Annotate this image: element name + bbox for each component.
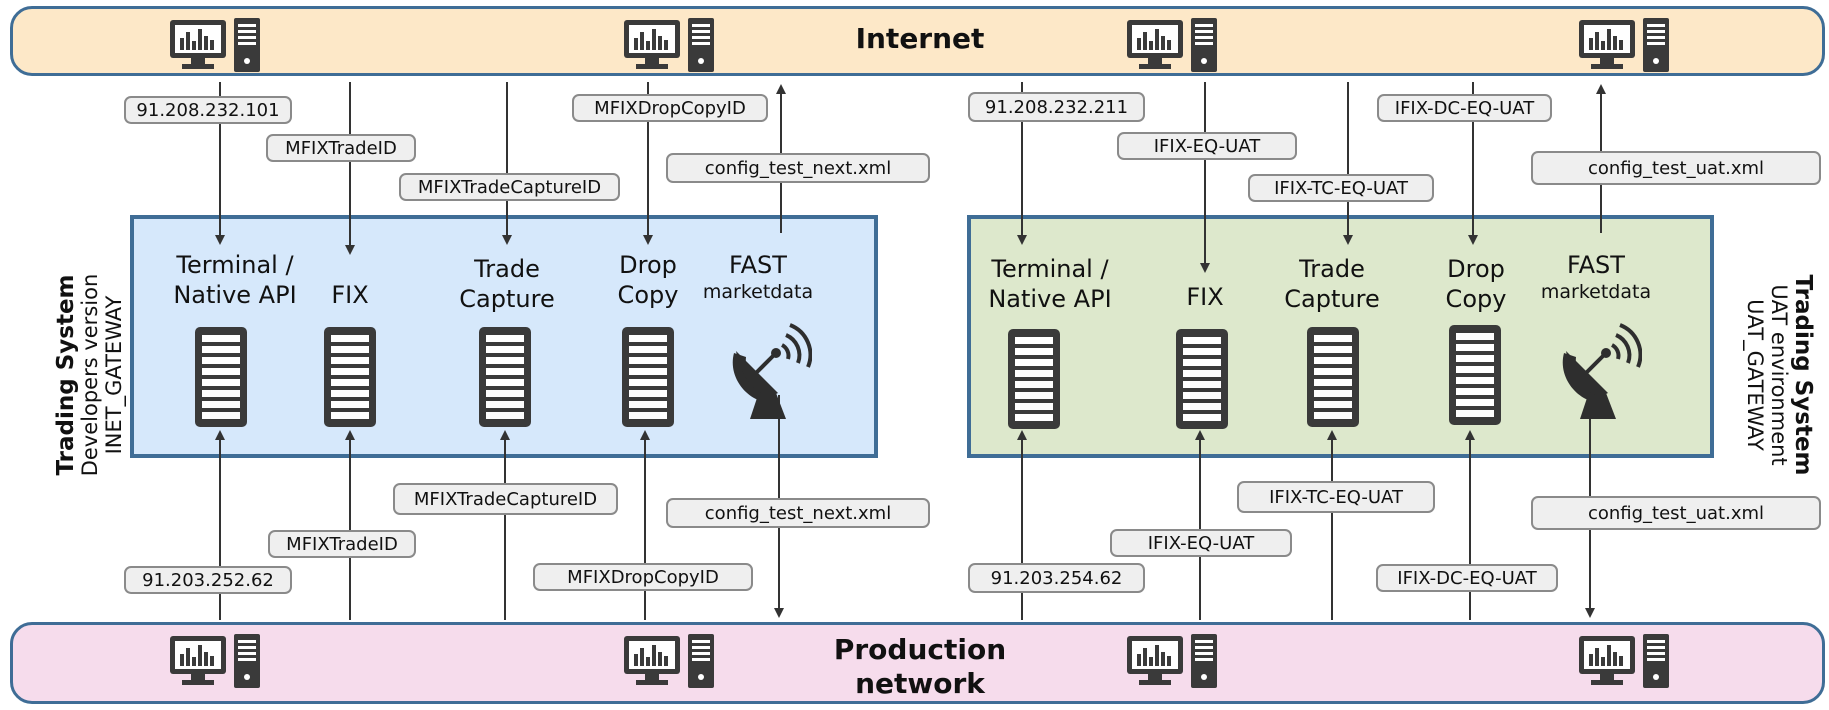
workstation-icon (170, 18, 260, 72)
dev-top-trade-id-label: MFIXTradeID (266, 134, 416, 162)
production-title: Production network (833, 633, 1007, 700)
server-rack-icon (1307, 327, 1359, 427)
dev-trade-capture-label: Trade Capture (459, 255, 555, 313)
uat-terminal-native-api-label: Terminal / Native API (988, 255, 1112, 313)
uat-bottom-ip-label: 91.203.254.62 (968, 563, 1145, 593)
uat-bottom-dc-label: IFIX-DC-EQ-UAT (1376, 564, 1558, 592)
uat-fast-marketdata-label: FAST marketdata (1540, 251, 1652, 303)
dev-fast-marketdata-label: FAST marketdata (702, 251, 814, 303)
server-rack-icon (324, 327, 376, 427)
satellite-dish-icon (730, 323, 812, 421)
workstation-icon (1579, 634, 1669, 688)
uat-top-config-label: config_test_uat.xml (1531, 151, 1821, 185)
satellite-dish-icon (1560, 323, 1642, 421)
uat-trade-capture-label: Trade Capture (1284, 255, 1380, 313)
workstation-icon (624, 634, 714, 688)
internet-title: Internet (855, 22, 985, 55)
production-band (10, 622, 1825, 704)
workstation-icon (1127, 634, 1217, 688)
uat-top-fix-label: IFIX-EQ-UAT (1117, 132, 1297, 160)
dev-top-trade-capture-id-label: MFIXTradeCaptureID (399, 173, 620, 201)
uat-bottom-fix-label: IFIX-EQ-UAT (1110, 529, 1292, 557)
dev-top-drop-copy-id-label: MFIXDropCopyID (572, 94, 768, 122)
uat-drop-copy-label: Drop Copy (1445, 255, 1507, 313)
workstation-icon (1579, 18, 1669, 72)
dev-bottom-trade-id-label: MFIXTradeID (268, 530, 416, 558)
dev-bottom-config-label: config_test_next.xml (666, 498, 930, 528)
server-rack-icon (1176, 329, 1228, 429)
server-rack-icon (1008, 329, 1060, 429)
uat-bottom-tc-label: IFIX-TC-EQ-UAT (1237, 481, 1435, 513)
server-rack-icon (1449, 325, 1501, 425)
workstation-icon (1127, 18, 1217, 72)
server-rack-icon (622, 327, 674, 427)
dev-bottom-ip-label: 91.203.252.62 (124, 566, 292, 594)
workstation-icon (170, 634, 260, 688)
uat-bottom-config-label: config_test_uat.xml (1531, 496, 1821, 530)
dev-top-ip-label: 91.208.232.101 (124, 96, 292, 124)
internet-band (10, 6, 1825, 76)
uat-fix-label: FIX (1186, 283, 1224, 311)
uat-top-dc-label: IFIX-DC-EQ-UAT (1377, 94, 1552, 122)
dev-drop-copy-label: Drop Copy (617, 251, 679, 309)
dev-bottom-drop-copy-id-label: MFIXDropCopyID (533, 563, 753, 591)
uat-top-tc-label: IFIX-TC-EQ-UAT (1248, 174, 1434, 202)
dev-top-config-label: config_test_next.xml (666, 153, 930, 183)
dev-terminal-native-api-label: Terminal / Native API (173, 251, 297, 309)
uat-top-ip-label: 91.208.232.211 (968, 92, 1145, 122)
dev-fix-label: FIX (331, 281, 369, 309)
server-rack-icon (195, 327, 247, 427)
dev-bottom-trade-capture-id-label: MFIXTradeCaptureID (393, 483, 618, 515)
server-rack-icon (479, 327, 531, 427)
workstation-icon (624, 18, 714, 72)
